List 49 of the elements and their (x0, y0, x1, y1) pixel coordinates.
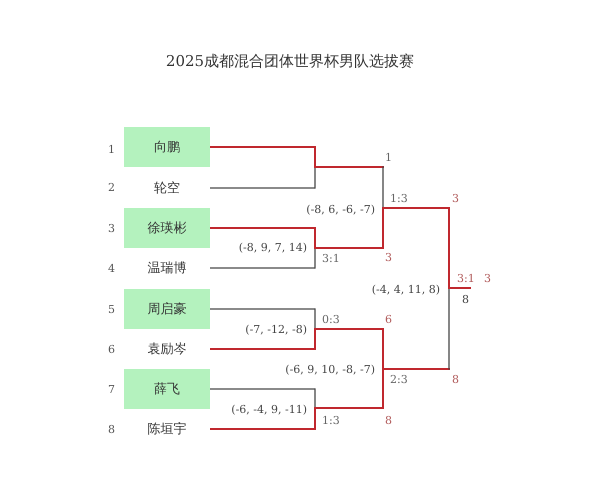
game-scores: (-6, -4, 9, -11) (231, 404, 307, 416)
bracket-line (210, 227, 315, 229)
bracket-line (210, 388, 315, 390)
seed-number: 6 (108, 344, 115, 356)
winner-number: 3 (385, 252, 392, 264)
match-result: 3:1 (457, 273, 475, 285)
bracket-line (210, 267, 315, 269)
player-name: 周启豪 (148, 301, 186, 318)
winner-number: 6 (385, 314, 392, 326)
game-scores: (-6, 9, 10, -8, -7) (285, 364, 375, 376)
game-scores: (-7, -12, -8) (245, 324, 307, 336)
bracket-line (210, 348, 315, 350)
winner-number: 3 (484, 273, 491, 285)
seed-number: 5 (108, 304, 115, 316)
winner-number: 1 (385, 152, 392, 164)
player-box (124, 208, 210, 248)
winner-number: 8 (462, 294, 469, 306)
match-result: 0:3 (322, 314, 340, 326)
seed-number: 3 (108, 223, 115, 235)
match-result: 2:3 (390, 374, 408, 386)
winner-number: 8 (452, 374, 459, 386)
bracket-line (210, 146, 315, 148)
seed-number: 4 (108, 263, 115, 275)
seed-number: 8 (108, 424, 115, 436)
bracket-line (210, 187, 315, 189)
player-name: 向鹏 (154, 139, 180, 156)
bracket-line (210, 308, 315, 310)
player-box (124, 289, 210, 329)
player-name: 徐瑛彬 (148, 220, 186, 237)
game-scores: (-8, 9, 7, 14) (238, 242, 307, 254)
match-result: 3:1 (322, 253, 340, 265)
winner-number: 3 (452, 193, 459, 205)
player-name: 轮空 (154, 180, 180, 197)
player-name: 薛飞 (154, 381, 180, 398)
game-scores: (-4, 4, 11, 8) (372, 284, 440, 296)
bracket-line (210, 428, 315, 430)
player-box (124, 127, 210, 167)
seed-number: 1 (108, 144, 115, 156)
player-name: 温瑞博 (148, 260, 186, 277)
seed-number: 7 (108, 384, 115, 396)
winner-number: 8 (385, 415, 392, 427)
game-scores: (-8, 6, -6, -7) (306, 204, 375, 216)
player-box (124, 369, 210, 409)
title: 2025成都混合团体世界杯男队选拔赛 (164, 52, 416, 71)
match-result: 1:3 (390, 193, 408, 205)
player-name: 陈垣宇 (148, 421, 186, 438)
match-result: 1:3 (322, 415, 340, 427)
seed-number: 2 (108, 182, 115, 194)
player-name: 袁励岑 (148, 341, 186, 358)
